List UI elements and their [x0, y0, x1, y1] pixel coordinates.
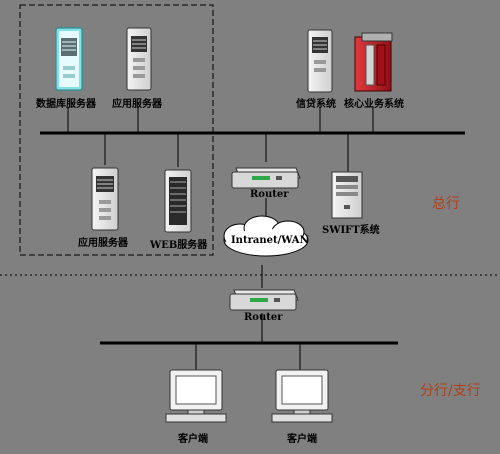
core-system-server-icon [354, 32, 393, 92]
client-1-monitor-icon [165, 369, 227, 423]
core-system-label: 核心业务系统 [344, 99, 404, 110]
app-server-top-label: 应用服务器 [112, 99, 162, 110]
web-server-icon [164, 169, 192, 233]
head-office-zone-label: 总行 [432, 196, 460, 212]
swift-system-label: SWIFT系统 [322, 225, 380, 236]
server-group-box [19, 4, 214, 256]
network-cloud-icon [223, 215, 309, 257]
app-server-top-icon [126, 27, 152, 91]
credit-system-server-icon [307, 29, 333, 93]
app-server-bottom-icon [91, 167, 119, 231]
router-branch-icon [229, 289, 299, 311]
network-cloud-label: Intranet/WAN [231, 235, 309, 246]
client-2-monitor-icon [271, 369, 333, 423]
app-server-bottom-label: 应用服务器 [78, 238, 128, 249]
connection-lines [67, 107, 374, 370]
database-server-icon [55, 27, 83, 91]
router-branch-label: Router [244, 312, 283, 323]
client-1-label: 客户端 [178, 434, 208, 445]
credit-system-label: 信贷系统 [296, 99, 336, 110]
client-2-label: 客户端 [287, 434, 317, 445]
db-server-label: 数据库服务器 [36, 99, 96, 110]
branch-zone-label: 分行/支行 [420, 383, 481, 399]
router-top-label: Router [250, 189, 289, 200]
swift-system-server-icon [331, 171, 363, 219]
web-server-label: WEB服务器 [150, 240, 208, 251]
router-top-icon [231, 167, 301, 189]
